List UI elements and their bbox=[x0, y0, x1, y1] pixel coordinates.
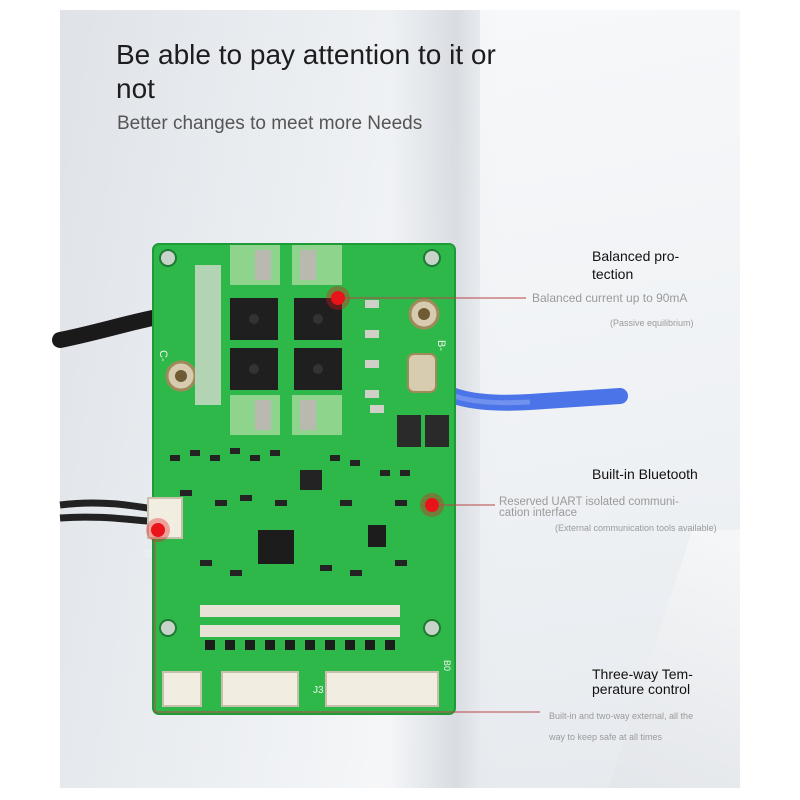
balance-note: (Passive equilibrium) bbox=[610, 318, 694, 328]
black-cable-mid2 bbox=[59, 513, 161, 526]
subheadline: Better changes to meet more Needs bbox=[117, 113, 423, 134]
mosfets bbox=[230, 298, 342, 390]
balance-description: Balanced current up to 90mA bbox=[532, 291, 688, 305]
balance-title-line1: Balanced pro- bbox=[592, 248, 680, 264]
balance-title-line2: tection bbox=[592, 266, 634, 282]
mounting-holes bbox=[159, 249, 441, 637]
resistor-array bbox=[200, 605, 400, 637]
connector-temp bbox=[162, 671, 202, 707]
bluetooth-note: (External communication tools available) bbox=[555, 523, 717, 533]
connector-j3b bbox=[325, 671, 439, 707]
bluetooth-title: Built-in Bluetooth bbox=[592, 466, 698, 482]
headline: Be able to pay attention to it or not bbox=[116, 39, 496, 104]
bluetooth-description-line1: Reserved UART isolated communi- bbox=[499, 496, 679, 508]
temperature-description-line1: Built-in and two-way external, all the bbox=[549, 711, 694, 721]
connector-j3a bbox=[221, 671, 299, 707]
b0-silk: B0 bbox=[442, 660, 452, 671]
mcu-chip bbox=[258, 530, 294, 564]
connector-j4 bbox=[147, 497, 183, 539]
temperature-title-line2: perature control bbox=[592, 681, 691, 697]
c-minus-silk: C- bbox=[157, 350, 169, 362]
smd-components bbox=[170, 448, 410, 576]
temperature-description-line2: way to keep safe at all times bbox=[549, 732, 663, 742]
temperature-title-line1: Three-way Tem- bbox=[592, 666, 693, 682]
j4-silk: J4 bbox=[143, 548, 153, 558]
black-cable-mid bbox=[59, 499, 161, 514]
j3-silk: J3 bbox=[313, 685, 324, 696]
b-minus-silk: B- bbox=[435, 340, 447, 351]
bluetooth-description-line2: cation interface bbox=[499, 507, 577, 519]
